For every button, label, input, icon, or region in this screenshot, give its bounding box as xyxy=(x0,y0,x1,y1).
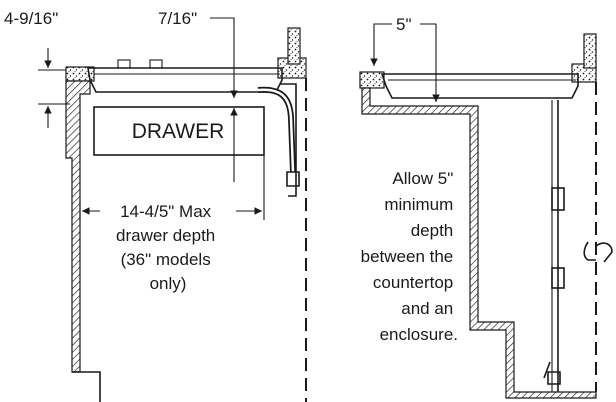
drawer-box xyxy=(93,106,265,156)
right-shutoff xyxy=(543,361,561,385)
dim-enclosure-leader-right xyxy=(420,23,440,102)
dim-gap-leader xyxy=(210,17,238,98)
left-burner-knob-1 xyxy=(117,59,131,69)
left-bracket xyxy=(280,83,297,197)
left-backsplash xyxy=(287,27,301,65)
right-regulator xyxy=(551,187,565,211)
right-backsplash xyxy=(583,33,597,69)
left-section-view: DRAWER 4-9/16" 7/16" 14-4/5" Max drawer … xyxy=(4,9,307,402)
left-cooktop xyxy=(87,67,283,93)
left-pipe-fitting xyxy=(286,171,300,187)
right-cooktop xyxy=(380,73,579,99)
dim-countertop-label: 4-9/16" xyxy=(4,9,58,28)
hand-valve-icon xyxy=(583,241,613,263)
allow-depth-note: Allow 5" minimum depth between the count… xyxy=(361,169,458,344)
max-depth-note: 14-4/5" Max drawer depth (36" models onl… xyxy=(116,202,220,293)
right-valve xyxy=(551,267,565,289)
left-floor-step xyxy=(72,371,101,402)
right-enclosure xyxy=(361,87,597,399)
drawer-label: DRAWER xyxy=(132,120,225,143)
left-burner-knob-2 xyxy=(149,59,163,69)
dim-enclosure-label: 5" xyxy=(396,15,412,34)
dim-enclosure-leader-left xyxy=(370,23,392,66)
dim-gap-label: 7/16" xyxy=(158,9,197,28)
right-section-view: 5" Allow 5" minimum depth between the co… xyxy=(359,15,613,399)
right-countertop xyxy=(359,71,385,89)
left-cabinet-wall xyxy=(65,80,91,373)
